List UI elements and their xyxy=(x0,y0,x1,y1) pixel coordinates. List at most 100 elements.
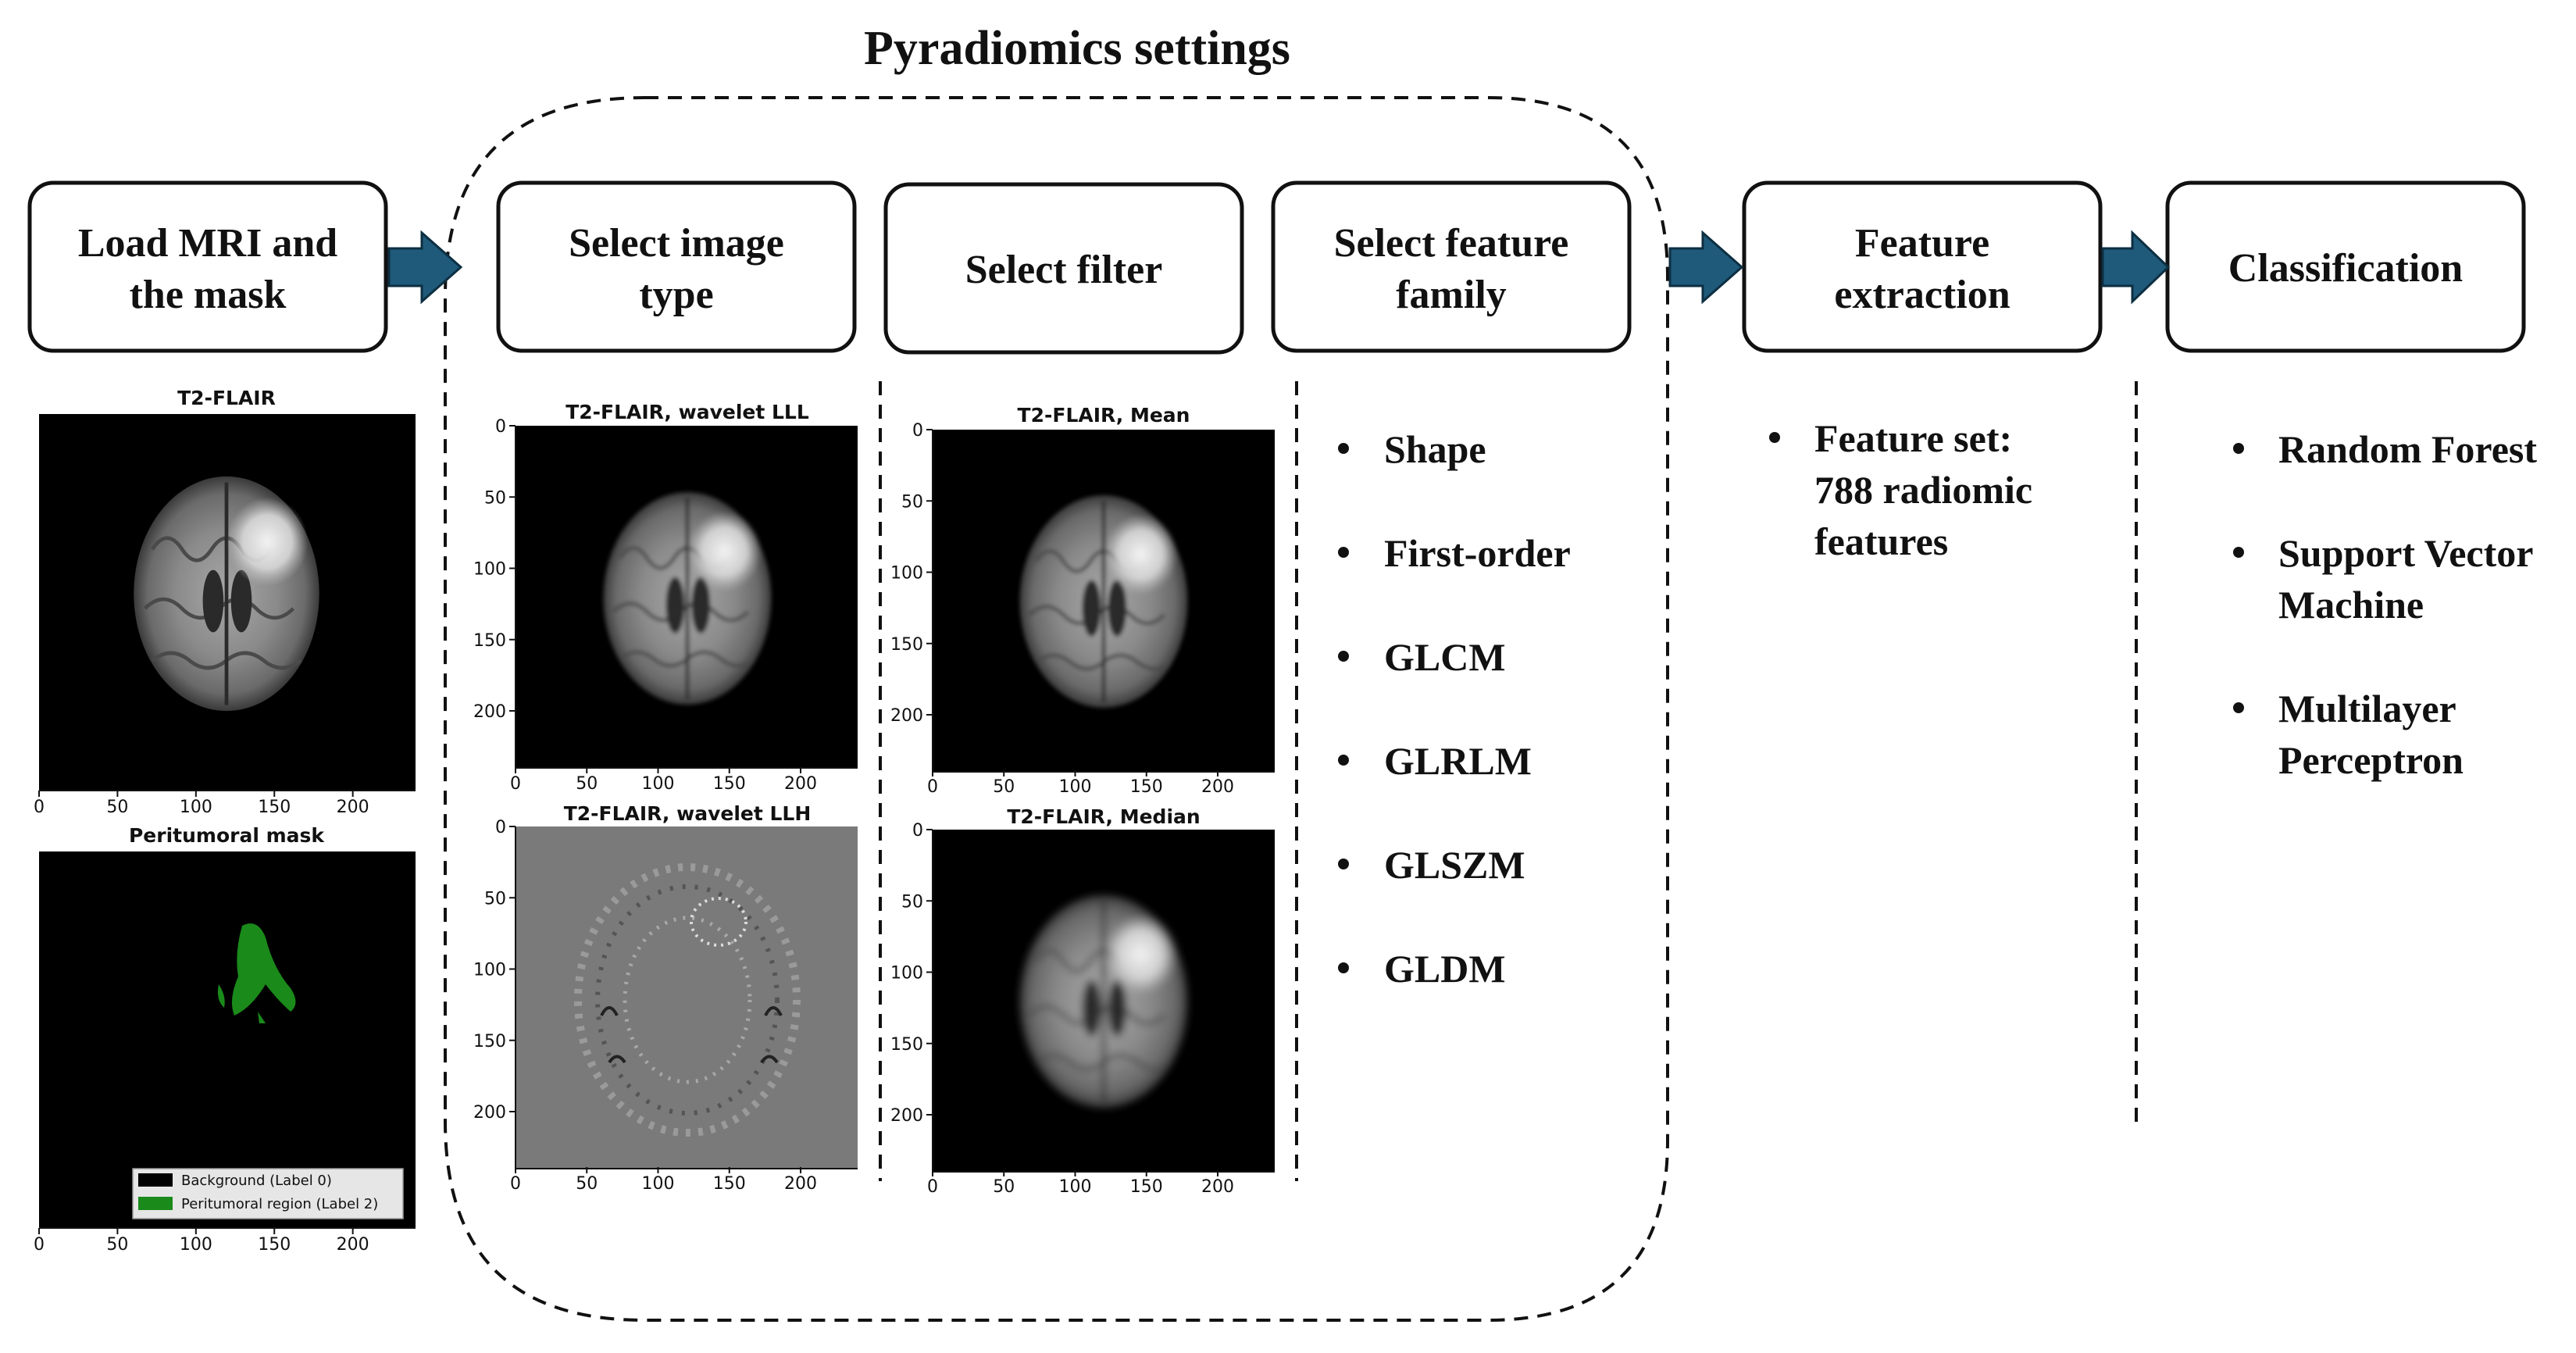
x-tick-label: 50 xyxy=(576,774,598,794)
arrow-right-icon xyxy=(2101,230,2171,305)
plot-title: T2-FLAIR, wavelet LLL xyxy=(566,401,809,423)
y-tick-label: 100 xyxy=(473,560,506,580)
y-tick-label: 0 xyxy=(495,818,506,837)
x-tick-label: 50 xyxy=(993,777,1015,797)
wavelet-detail-image xyxy=(574,863,801,1137)
y-tick-label: 0 xyxy=(912,821,923,841)
stage-label-line: Feature xyxy=(1855,221,1989,266)
x-tick-label: 200 xyxy=(1201,777,1234,797)
x-tick-label: 150 xyxy=(713,1174,746,1194)
diagram-title: Pyradiomics settings xyxy=(864,22,1290,75)
stage-feature-family: Select feature family xyxy=(1271,180,1632,353)
stage-label-line: extraction xyxy=(1834,273,2010,317)
list-item: First-order xyxy=(1338,531,1571,575)
plot-title: T2-FLAIR xyxy=(177,387,276,409)
stage-classification: Classification xyxy=(2165,180,2526,353)
y-tick-label: 50 xyxy=(901,892,923,912)
stage-label-line: the mask xyxy=(130,273,287,317)
classifier-label: Support Vector xyxy=(2278,531,2533,575)
x-tick-label: 50 xyxy=(106,1235,128,1255)
plot-title: T2-FLAIR, Median xyxy=(1007,805,1200,828)
y-tick-label: 150 xyxy=(890,1035,923,1055)
feature-family-label: GLSZM xyxy=(1384,843,1525,887)
list-item: GLRLM xyxy=(1338,739,1532,783)
x-tick-label: 200 xyxy=(337,798,369,817)
x-tick-label: 150 xyxy=(1130,777,1163,797)
pyradiomics-settings-region xyxy=(444,96,1669,1322)
brain-mri-image xyxy=(1020,495,1188,708)
x-tick-label: 0 xyxy=(927,777,938,797)
classifier-label: Perceptron xyxy=(2278,738,2464,782)
classifier-label: Random Forest xyxy=(2278,427,2537,471)
stage-load: Load MRI and the mask xyxy=(27,180,388,353)
x-tick-label: 50 xyxy=(576,1174,598,1194)
list-item: GLSZM xyxy=(1338,843,1525,887)
x-tick-label: 200 xyxy=(337,1235,369,1255)
arrow-right-icon xyxy=(1668,230,1744,305)
x-tick-label: 100 xyxy=(180,1235,212,1255)
y-tick-label: 200 xyxy=(473,702,506,722)
x-tick-label: 150 xyxy=(258,798,291,817)
stage-extraction: Feature extraction xyxy=(1742,180,2103,353)
feature-set-line: Feature set: xyxy=(1814,416,2012,460)
y-tick-label: 50 xyxy=(484,488,506,508)
feature-family-label: Shape xyxy=(1384,427,1486,471)
feature-set-item: Feature set: 788 radiomic features xyxy=(1769,416,2032,563)
y-tick-label: 100 xyxy=(890,964,923,984)
plot-title: T2-FLAIR, wavelet LLH xyxy=(564,802,812,825)
x-tick-label: 0 xyxy=(510,1174,521,1194)
arrow-right-icon xyxy=(387,230,463,305)
list-item: Support Vector Machine xyxy=(2233,531,2533,627)
x-tick-label: 0 xyxy=(34,798,45,817)
mask-image xyxy=(217,923,296,1023)
y-tick-label: 150 xyxy=(473,1032,506,1051)
y-tick-label: 200 xyxy=(890,1106,923,1126)
x-tick-label: 100 xyxy=(1059,777,1092,797)
classifier-label: Machine xyxy=(2278,583,2424,627)
stage-label-line: type xyxy=(639,273,713,317)
x-tick-label: 0 xyxy=(34,1235,45,1255)
y-tick-label: 150 xyxy=(890,635,923,655)
x-tick-label: 100 xyxy=(1059,1177,1092,1197)
x-tick-label: 50 xyxy=(993,1177,1015,1197)
y-tick-label: 0 xyxy=(912,421,923,441)
x-tick-label: 100 xyxy=(642,1174,675,1194)
list-item: Multilayer Perceptron xyxy=(2233,687,2464,782)
stage-label-line: Select filter xyxy=(965,248,1163,292)
list-item: Random Forest xyxy=(2233,427,2537,471)
legend-label: Peritumoral region (Label 2) xyxy=(181,1196,378,1212)
stage-label-line: family xyxy=(1396,273,1507,317)
feature-set-line: features xyxy=(1814,519,1948,563)
feature-family-label: GLCM xyxy=(1384,635,1506,679)
y-tick-label: 100 xyxy=(473,961,506,980)
y-tick-label: 50 xyxy=(484,889,506,909)
x-tick-label: 200 xyxy=(784,1174,817,1194)
feature-family-label: First-order xyxy=(1384,531,1571,575)
classifier-list: Random Forest Support Vector Machine Mul… xyxy=(2233,427,2537,782)
plot-wavelet-llh: T2-FLAIR, wavelet LLH 0 50 100 150 200 0 50 10… xyxy=(473,802,858,1194)
x-tick-label: 200 xyxy=(784,774,817,794)
brain-mri-image xyxy=(604,492,772,705)
plot-title: T2-FLAIR, Mean xyxy=(1018,404,1190,427)
x-tick-label: 50 xyxy=(106,798,128,817)
stage-label-line: Select feature xyxy=(1334,221,1569,266)
classifier-label: Multilayer xyxy=(2278,687,2456,730)
x-tick-label: 100 xyxy=(642,774,675,794)
x-tick-label: 200 xyxy=(1201,1177,1234,1197)
y-tick-label: 200 xyxy=(890,706,923,726)
feature-set-line: 788 radiomic xyxy=(1814,468,2032,512)
stage-label-line: Select image xyxy=(569,221,784,266)
brain-mri-image xyxy=(1020,895,1188,1108)
x-tick-label: 0 xyxy=(510,774,521,794)
legend-label: Background (Label 0) xyxy=(181,1173,332,1189)
x-tick-label: 150 xyxy=(1130,1177,1163,1197)
brain-mri-image xyxy=(134,477,319,711)
y-tick-label: 100 xyxy=(890,564,923,584)
list-item: GLDM xyxy=(1338,947,1506,991)
plot-title: Peritumoral mask xyxy=(129,824,325,847)
